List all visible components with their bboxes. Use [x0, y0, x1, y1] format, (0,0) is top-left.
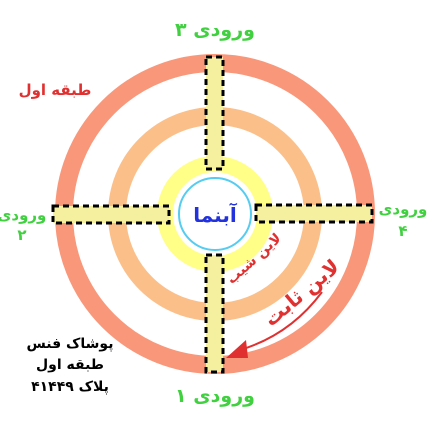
entrance-top-label: ورودی ۳: [175, 19, 255, 41]
corridor-left: [51, 204, 171, 225]
fixed-lane-arrow-line: [239, 291, 323, 351]
entrance-left-label: ورودی: [0, 206, 46, 224]
address-line-1: پوشاک فنس: [27, 336, 114, 352]
address-line-3: پلاک ۴۱۴۴۹: [31, 379, 109, 395]
center-label: آبنما: [193, 202, 238, 227]
entrance-right-number: ۴: [398, 222, 407, 240]
entrance-right-label: ورودی: [379, 200, 428, 218]
fixed-lane-arrowhead: [226, 340, 248, 358]
floor-label: طبقه اول: [19, 81, 92, 99]
corridor-bottom: [204, 253, 225, 374]
corridor-top: [204, 55, 225, 171]
corridor-right: [254, 203, 374, 224]
address-line-2: طبقه اول: [36, 357, 104, 373]
entrance-left-number: ۲: [17, 226, 26, 244]
entrance-bottom-label: ورودی ۱: [175, 385, 255, 407]
fountain-circle: [178, 177, 252, 251]
